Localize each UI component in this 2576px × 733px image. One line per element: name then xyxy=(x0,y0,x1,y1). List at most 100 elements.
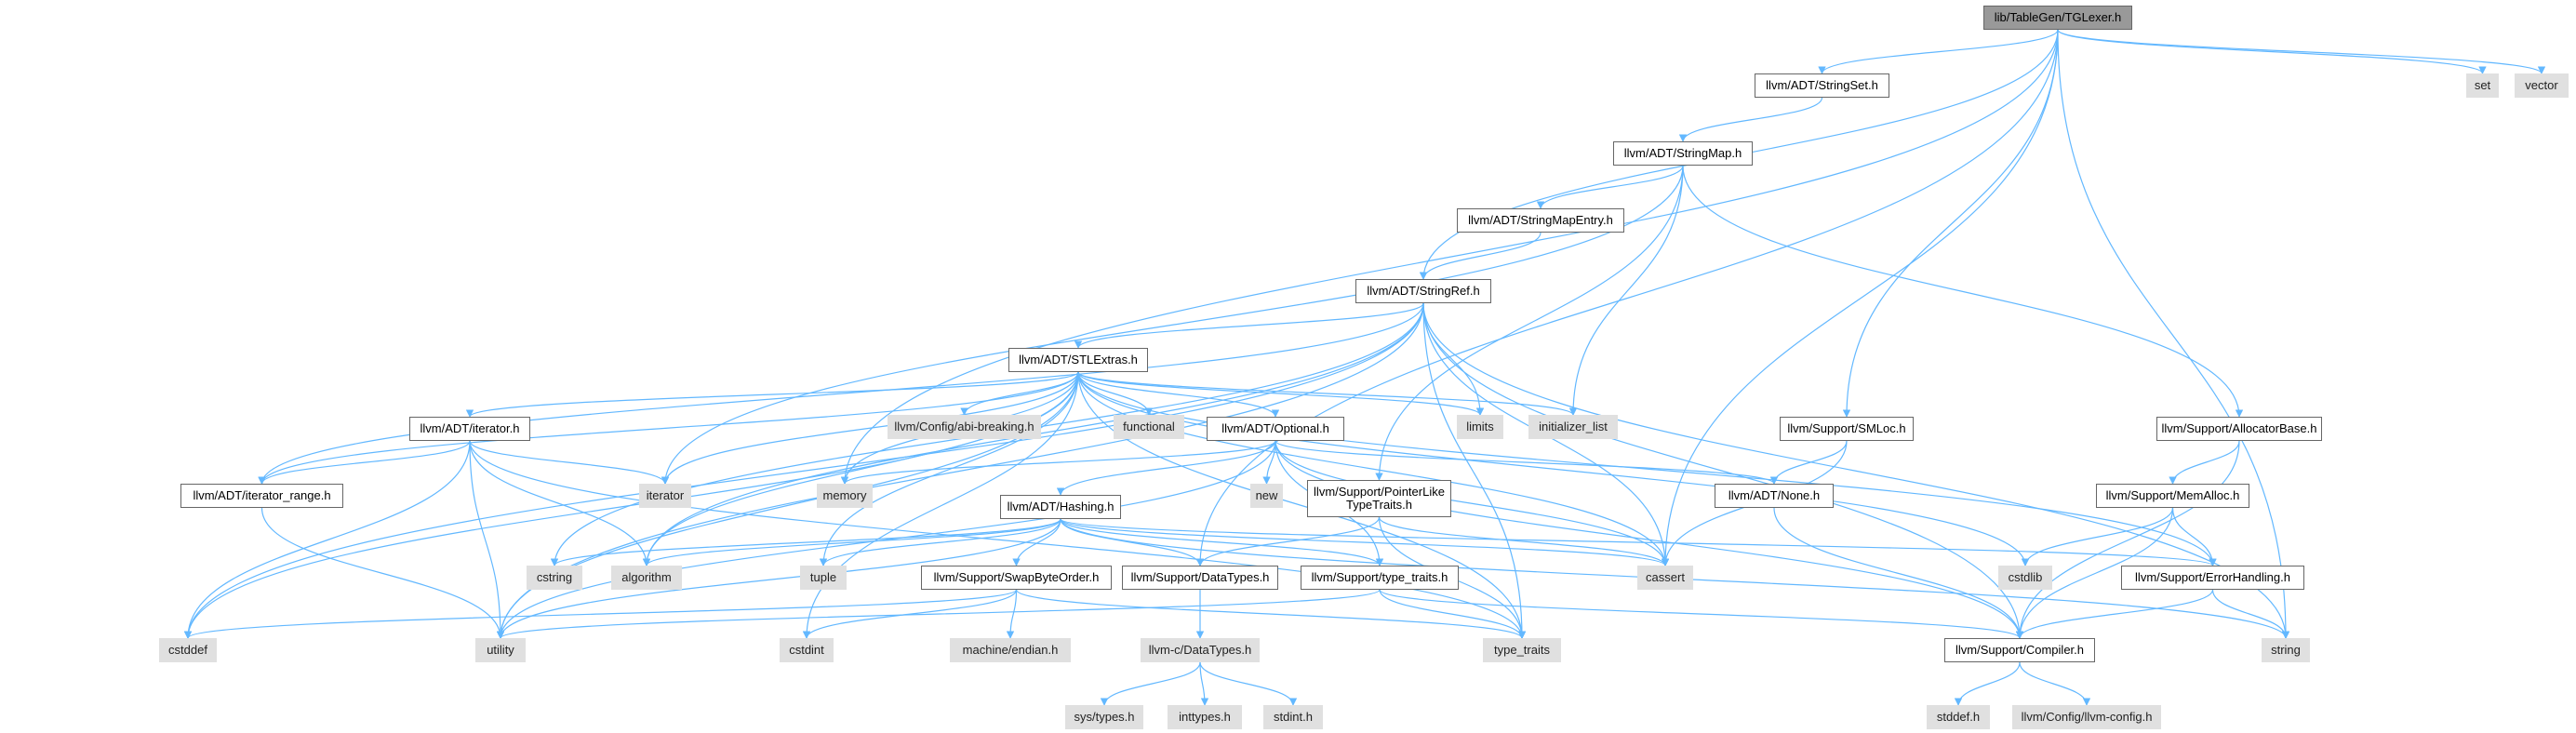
edge-type_traits_support-to-type_traits xyxy=(1379,589,1527,639)
node-memory[interactable]: memory xyxy=(817,484,873,508)
node-sys-types[interactable]: sys/types.h xyxy=(1065,705,1143,729)
edge-type_traits_support-to-compiler xyxy=(1379,589,2023,639)
node-iterator-std[interactable]: iterator xyxy=(639,484,691,508)
node-new[interactable]: new xyxy=(1250,484,1283,508)
node-iterator[interactable]: llvm/ADT/iterator.h xyxy=(409,417,530,441)
edge-stlextras-to-utility xyxy=(496,371,1079,639)
edge-stlextras-to-iterator_std xyxy=(661,371,1079,485)
edge-iterator-to-algorithm xyxy=(469,440,651,566)
edge-compiler-to-stddef xyxy=(1954,661,2021,706)
edge-swapbyteorder-to-machine_endian xyxy=(1006,589,1018,639)
edge-stringref-to-compiler xyxy=(1422,302,2024,639)
edge-pointerlike-to-datatypes_support xyxy=(1195,516,1381,566)
node-algorithm[interactable]: algorithm xyxy=(611,566,682,590)
edge-root-to-smloc xyxy=(1842,29,2059,418)
node-abi-breaking[interactable]: llvm/Config/abi-breaking.h xyxy=(888,415,1041,439)
node-string[interactable]: string xyxy=(2262,638,2310,662)
edge-iterator-to-iterator_range xyxy=(258,440,471,485)
node-set[interactable]: set xyxy=(2466,73,2499,98)
node-optional[interactable]: llvm/ADT/Optional.h xyxy=(1207,417,1344,441)
edge-allocatorbase-to-memalloc xyxy=(2169,440,2240,485)
edge-memalloc-to-compiler xyxy=(2015,507,2174,639)
node-utility[interactable]: utility xyxy=(475,638,526,662)
node-inttypes[interactable]: inttypes.h xyxy=(1168,705,1242,729)
edge-swapbyteorder-to-cstdint xyxy=(802,589,1018,639)
edge-root-to-datatypes_support xyxy=(1195,29,2059,566)
edge-iterator-to-iterator_std xyxy=(469,440,670,485)
edge-none-to-compiler xyxy=(1773,507,2024,639)
node-stringref[interactable]: llvm/ADT/StringRef.h xyxy=(1355,279,1491,303)
node-none[interactable]: llvm/ADT/None.h xyxy=(1715,484,1834,508)
edge-stlextras-to-cstdlib xyxy=(1077,371,2030,566)
node-machine-endian[interactable]: machine/endian.h xyxy=(950,638,1071,662)
node-errorhandling[interactable]: llvm/Support/ErrorHandling.h xyxy=(2121,566,2304,590)
node-stringset[interactable]: llvm/ADT/StringSet.h xyxy=(1755,73,1889,98)
node-datatypes-support[interactable]: llvm/Support/DataTypes.h xyxy=(1122,566,1278,590)
node-type-traits[interactable]: type_traits xyxy=(1483,638,1561,662)
node-cstring[interactable]: cstring xyxy=(527,566,582,590)
node-compiler[interactable]: llvm/Support/Compiler.h xyxy=(1944,638,2095,662)
node-iterator-range[interactable]: llvm/ADT/iterator_range.h xyxy=(180,484,343,508)
edge-hashing-to-algorithm xyxy=(642,518,1061,566)
edge-stringref-to-limits xyxy=(1422,302,1485,416)
node-initializer-list[interactable]: initializer_list xyxy=(1528,415,1618,439)
edge-type_traits_support-to-utility xyxy=(497,589,1381,639)
node-functional[interactable]: functional xyxy=(1114,415,1184,439)
edge-hashing-to-cstring xyxy=(550,518,1061,566)
node-limits[interactable]: limits xyxy=(1457,415,1503,439)
edge-optional-to-memory xyxy=(840,440,1276,485)
node-stringmap[interactable]: llvm/ADT/StringMap.h xyxy=(1613,141,1753,166)
node-stringmapentry[interactable]: llvm/ADT/StringMapEntry.h xyxy=(1457,208,1624,233)
edge-stringmap-to-allocatorbase xyxy=(1682,165,2244,418)
edge-stringref-to-stlextras xyxy=(1074,302,1424,349)
node-llvm-config[interactable]: llvm/Config/llvm-config.h xyxy=(2012,705,2161,729)
node-hashing[interactable]: llvm/ADT/Hashing.h xyxy=(1000,495,1121,519)
node-type-traits-support[interactable]: llvm/Support/type_traits.h xyxy=(1301,566,1459,590)
node-stddef[interactable]: stddef.h xyxy=(1927,705,1990,729)
node-swapbyteorder[interactable]: llvm/Support/SwapByteOrder.h xyxy=(921,566,1112,590)
edge-c_datatypes-to-stdint xyxy=(1199,661,1298,706)
edge-stlextras-to-optional xyxy=(1077,371,1280,418)
edge-stringmap-to-stringmapentry xyxy=(1536,165,1684,209)
edge-swapbyteorder-to-cstddef xyxy=(184,589,1018,639)
node-tuple[interactable]: tuple xyxy=(800,566,847,590)
edge-stringref-to-type_traits xyxy=(1422,302,1527,639)
node-pointerlike-typetraits[interactable]: llvm/Support/PointerLike TypeTraits.h xyxy=(1307,480,1451,517)
edge-root-to-set xyxy=(2057,29,2487,74)
node-allocatorbase[interactable]: llvm/Support/AllocatorBase.h xyxy=(2156,417,2322,441)
edge-hashing-to-swapbyteorder xyxy=(1012,518,1061,566)
edge-c_datatypes-to-inttypes xyxy=(1199,661,1209,706)
node-c-datatypes[interactable]: llvm-c/DataTypes.h xyxy=(1141,638,1260,662)
edge-stlextras-to-algorithm xyxy=(642,371,1079,566)
edge-root-to-vector xyxy=(2057,29,2546,74)
edge-c_datatypes-to-sys_types xyxy=(1100,661,1201,706)
edge-hashing-to-errorhandling xyxy=(1060,518,2217,566)
node-cstdint[interactable]: cstdint xyxy=(780,638,834,662)
edge-stringset-to-stringmap xyxy=(1678,97,1823,142)
node-cstddef[interactable]: cstddef xyxy=(159,638,217,662)
edge-root-to-stringset xyxy=(1818,29,2059,74)
edge-root-to-cassert xyxy=(1661,29,2059,566)
edge-stlextras-to-iterator xyxy=(466,371,1079,418)
node-root[interactable]: lib/TableGen/TGLexer.h xyxy=(1983,6,2132,30)
node-cassert[interactable]: cassert xyxy=(1637,566,1693,590)
edge-root-to-string xyxy=(2057,29,2290,639)
edge-hashing-to-type_traits_support xyxy=(1060,518,1384,566)
edge-optional-to-hashing xyxy=(1056,440,1276,496)
edge-stlextras-to-errorhandling xyxy=(1077,371,2217,566)
edge-stringmap-to-pointerlike xyxy=(1375,165,1684,481)
node-stlextras[interactable]: llvm/ADT/STLExtras.h xyxy=(1008,348,1148,372)
node-memalloc[interactable]: llvm/Support/MemAlloc.h xyxy=(2096,484,2249,508)
edge-stlextras-to-functional xyxy=(1077,371,1154,416)
edge-stringmapentry-to-stringref xyxy=(1419,232,1542,280)
node-stdint[interactable]: stdint.h xyxy=(1263,705,1323,729)
edge-stlextras-to-limits xyxy=(1077,371,1485,416)
node-cstdlib[interactable]: cstdlib xyxy=(1998,566,2052,590)
edge-iterator_range-to-utility xyxy=(260,507,505,639)
node-vector[interactable]: vector xyxy=(2515,73,2569,98)
edge-optional-to-none xyxy=(1275,440,1779,485)
node-smloc[interactable]: llvm/Support/SMLoc.h xyxy=(1780,417,1914,441)
edge-root-to-memory xyxy=(840,29,2059,485)
edge-iterator-to-type_traits xyxy=(469,440,1527,639)
